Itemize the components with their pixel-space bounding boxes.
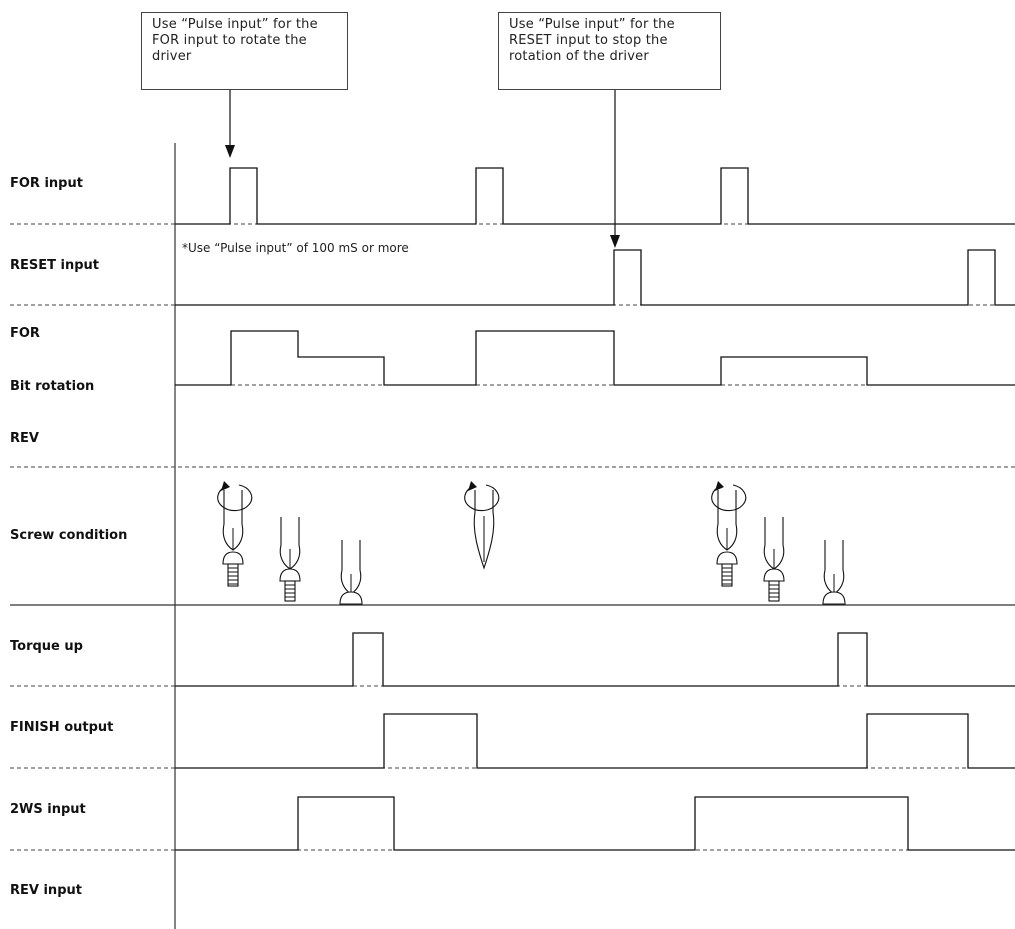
label-reset-input: RESET input (10, 258, 100, 273)
callout-reset-pulse: Use “Pulse input” for the RESET input to… (498, 12, 721, 90)
trace-finish-output (175, 713, 1015, 769)
rotation-arrow-icon (464, 481, 500, 512)
trace-bit-rotation (175, 330, 1015, 386)
screw-icon (339, 591, 363, 605)
screwdriver-bit-icon (763, 517, 785, 570)
screw-icon (763, 568, 785, 602)
label-2ws-input: 2WS input (10, 802, 86, 817)
label-rev-input: REV input (10, 883, 82, 898)
screwdriver-bit-icon (823, 540, 845, 595)
trace-for-input (175, 167, 1015, 225)
screwdriver-bit-icon (279, 517, 301, 570)
screwdriver-bit-icon (473, 490, 495, 570)
trace-reset-input (175, 249, 1015, 306)
screwdriver-bit-icon (716, 490, 738, 551)
screw-icon (822, 591, 846, 605)
label-screw-condition: Screw condition (10, 528, 128, 543)
label-rev: REV (10, 431, 39, 446)
screwdriver-bit-icon (222, 490, 244, 551)
screw-icon (716, 551, 738, 587)
label-for: FOR (10, 326, 40, 341)
trace-2ws-input (175, 796, 1015, 851)
callout-for-pulse: Use “Pulse input” for the FOR input to r… (141, 12, 348, 90)
screw-icon (279, 568, 301, 602)
rotation-arrow-icon (711, 481, 747, 512)
screwdriver-bit-icon (340, 540, 362, 595)
trace-torque-up (175, 632, 1015, 687)
screw-icon (222, 551, 244, 587)
rotation-arrow-icon (217, 481, 253, 512)
label-finish-output: FINISH output (10, 720, 114, 735)
for-callout-arrowhead (225, 145, 235, 158)
label-bit-rotation: Bit rotation (10, 379, 95, 394)
pulse-duration-note: *Use “Pulse input” of 100 mS or more (182, 241, 409, 255)
reset-callout-arrowhead (610, 235, 620, 248)
label-for-input: FOR input (10, 176, 83, 191)
label-torque-up: Torque up (10, 639, 83, 654)
